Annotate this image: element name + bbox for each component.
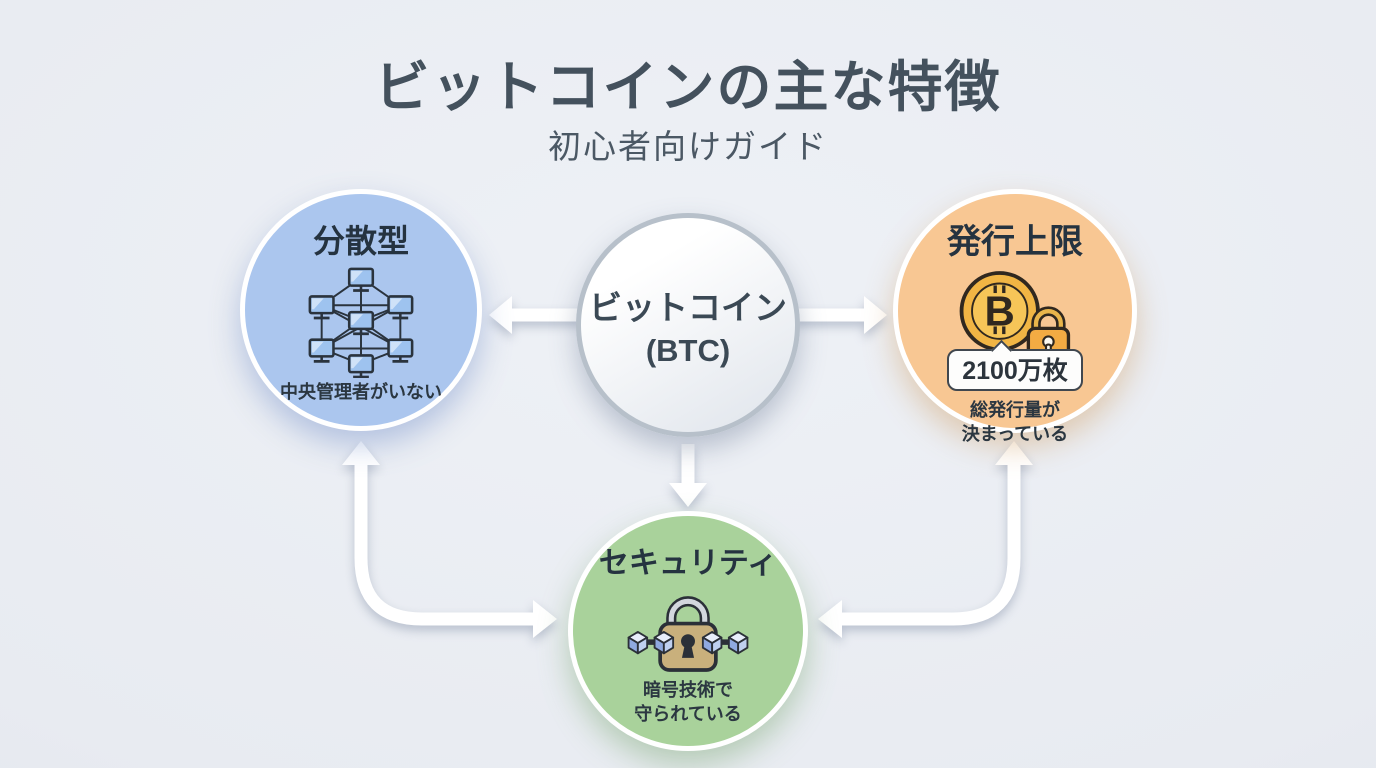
decentralized-description: 中央管理者がいない (280, 382, 442, 402)
bitcoin-coin-lock-icon: B (952, 267, 1078, 363)
node-bitcoin-center: ビットコイン (BTC) (576, 213, 800, 437)
padlock-chain-icon (623, 588, 753, 674)
arrow-center-to-security (669, 444, 707, 507)
arrow-center-to-decentralized (489, 296, 584, 334)
supply-cap-description: 総発行量が 決まっている (962, 398, 1068, 447)
center-node-ticker: (BTC) (645, 333, 731, 368)
network-mesh-icon (302, 264, 420, 379)
supply-cap-description-line2: 決まっている (961, 424, 1069, 445)
node-security: セキュリティ (568, 511, 808, 751)
security-description: 暗号技術で 守られている (634, 678, 741, 727)
arrow-center-to-supply-cap (792, 296, 887, 334)
center-node-label: ビットコイン (589, 289, 787, 326)
decentralized-title: 分散型 (312, 223, 409, 259)
supply-cap-description-line1: 総発行量が (969, 400, 1060, 420)
supply-cap-badge: 2100万枚 (947, 349, 1083, 391)
node-decentralized: 分散型 (240, 189, 482, 431)
security-description-line1: 暗号技術で (643, 680, 733, 700)
page-title: ビットコインの主な特徴 (374, 56, 1002, 118)
security-title: セキュリティ (598, 547, 778, 580)
arrow-security-decentralized-elbow (342, 441, 557, 638)
supply-cap-title: 発行上限 (947, 223, 1083, 261)
arrow-security-supply-cap-elbow (818, 441, 1033, 638)
node-supply-cap: 発行上限 B 2100万枚 総発行量が 決まっている (893, 189, 1137, 444)
security-description-line2: 守られている (634, 704, 742, 725)
svg-text:B: B (985, 288, 1015, 335)
page-subtitle: 初心者向けガイド (548, 128, 828, 165)
